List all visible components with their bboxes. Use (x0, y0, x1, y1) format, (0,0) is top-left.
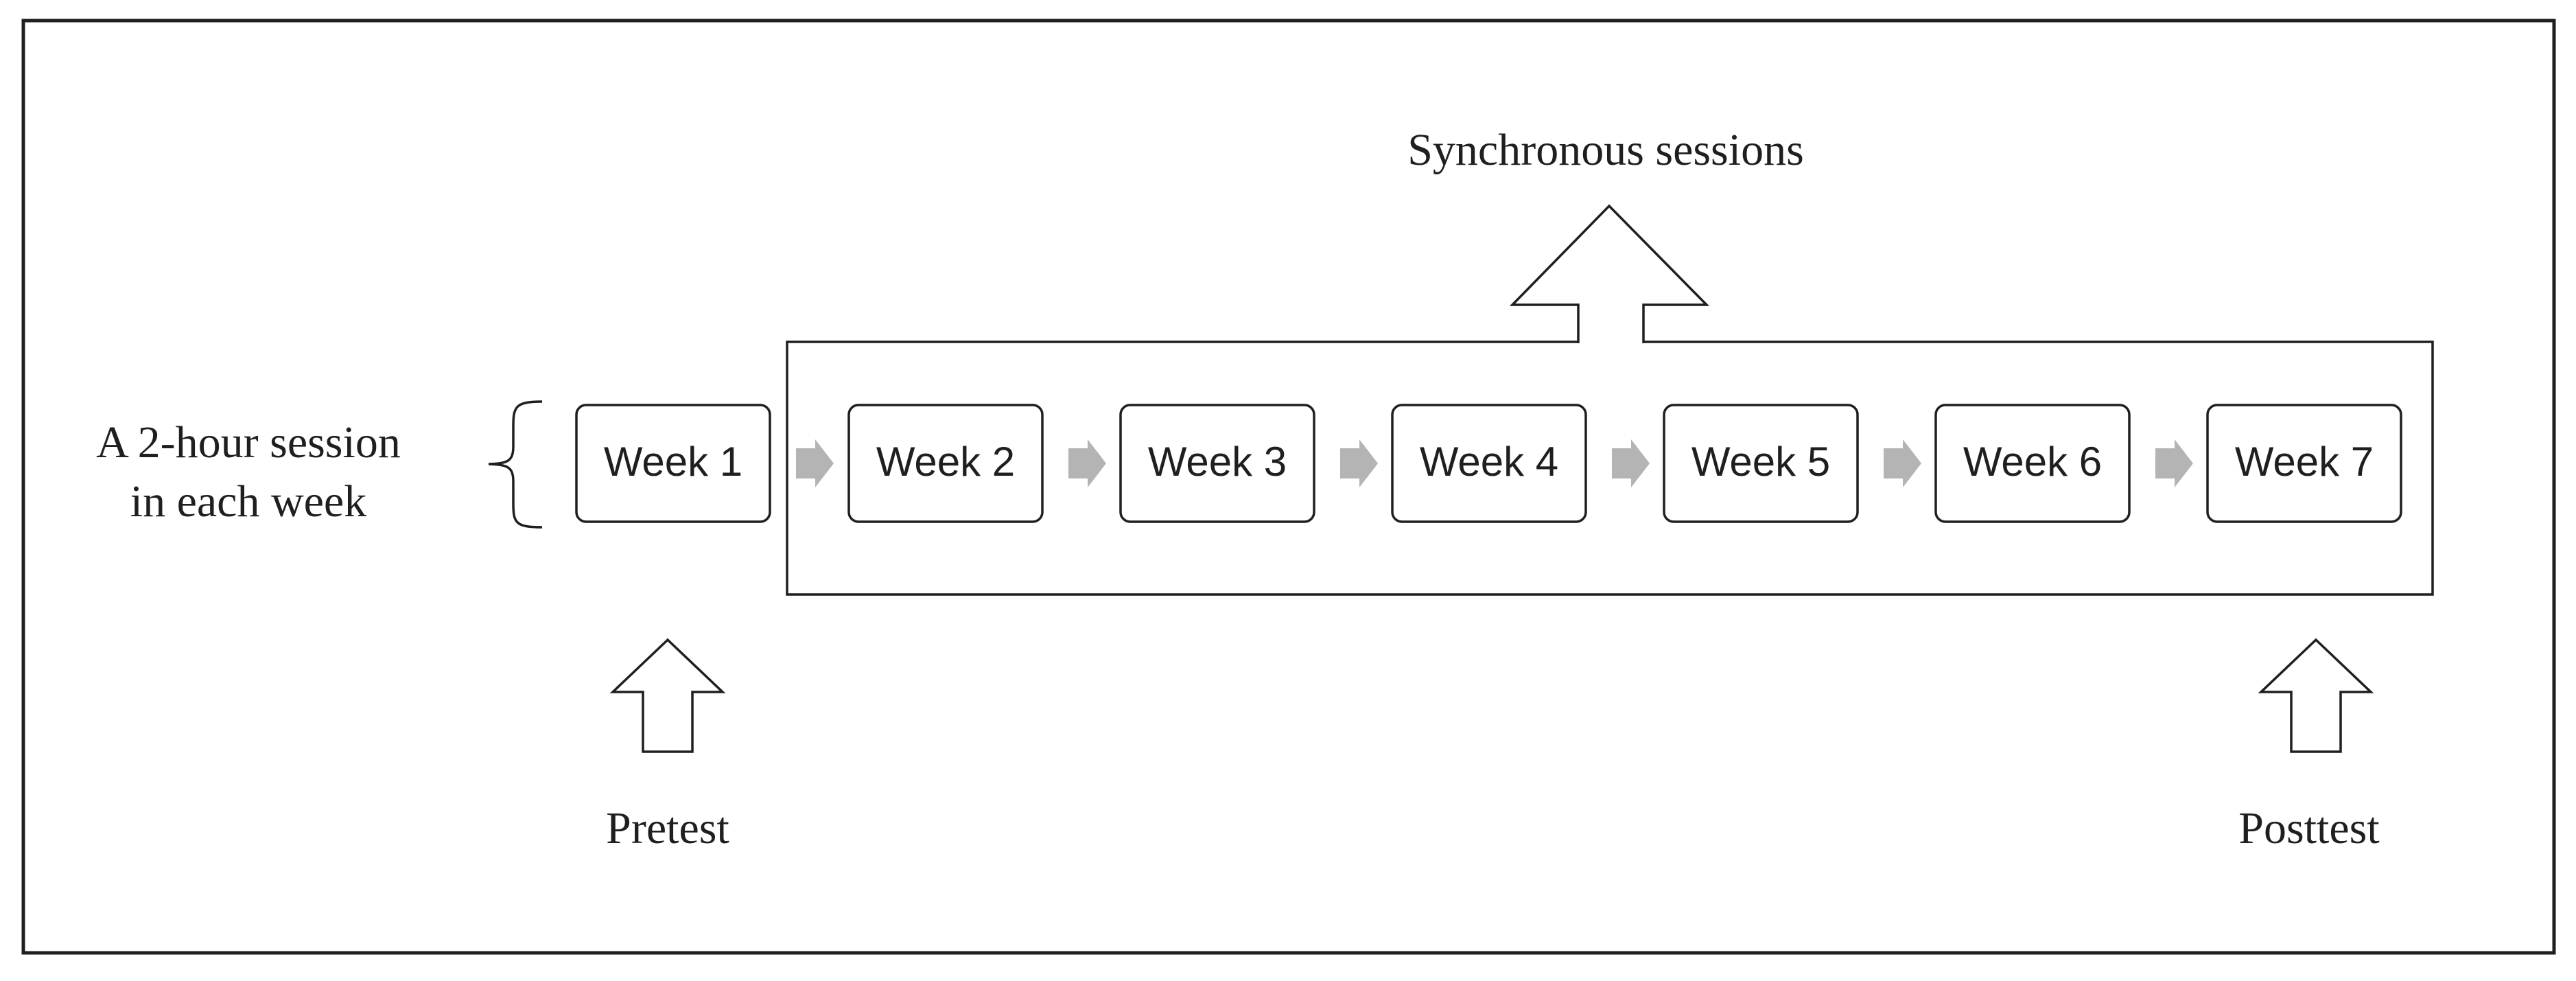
week-label-3: Week 3 (1148, 439, 1287, 485)
step-arrow-4 (1612, 439, 1650, 487)
week-label-1: Week 1 (604, 439, 742, 485)
week-label-4: Week 4 (1420, 439, 1558, 485)
pretest-up-arrow (609, 638, 726, 753)
pretest-label: Pretest (606, 803, 729, 853)
step-arrow-2 (1068, 439, 1106, 487)
step-arrow-3 (1340, 439, 1378, 487)
week-box-7: Week 7 (2206, 404, 2402, 523)
curly-brace (488, 400, 543, 529)
week-label-2: Week 2 (876, 439, 1015, 485)
step-arrow-1 (796, 439, 834, 487)
week-label-7: Week 7 (2235, 439, 2374, 485)
week-box-4: Week 4 (1391, 404, 1587, 523)
week-box-5: Week 5 (1663, 404, 1859, 523)
outer-frame (21, 19, 2556, 955)
posttest-up-arrow (2258, 638, 2374, 753)
week-box-3: Week 3 (1119, 404, 1315, 523)
synchronous-sessions-caption: Synchronous sessions (1407, 125, 1804, 175)
posttest-label: Posttest (2238, 803, 2379, 853)
synchronous-up-arrow (1509, 204, 1710, 343)
session-note-line2: in each week (130, 476, 366, 527)
week-box-2: Week 2 (847, 404, 1044, 523)
week-box-1: Week 1 (575, 404, 771, 523)
week-label-6: Week 6 (1963, 439, 2102, 485)
synchronous-sessions-box (786, 341, 2434, 596)
session-note-line1: A 2-hour session (96, 417, 401, 468)
step-arrow-5 (1884, 439, 1921, 487)
week-label-5: Week 5 (1691, 439, 1830, 485)
week-box-6: Week 6 (1934, 404, 2131, 523)
step-arrow-6 (2155, 439, 2193, 487)
